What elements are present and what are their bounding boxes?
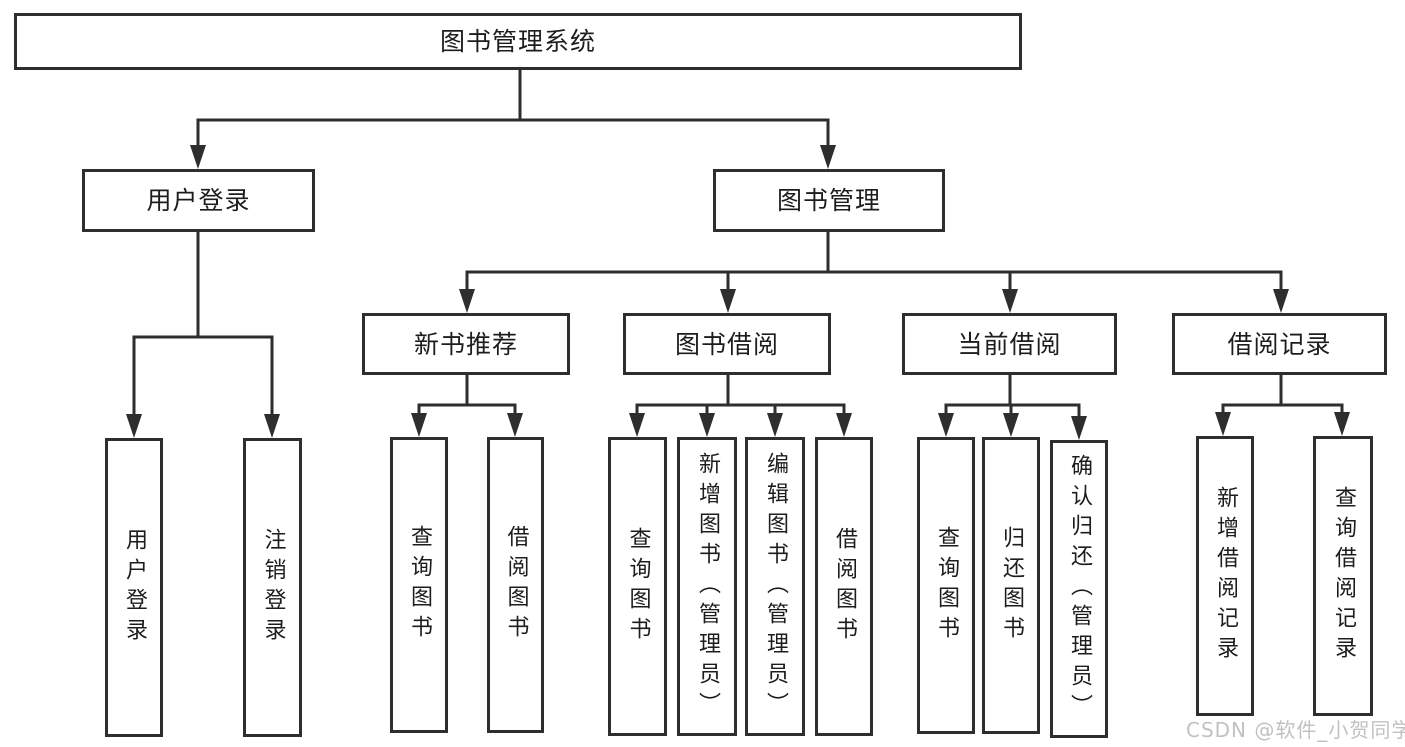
leaf-current-query-book-label: 查询图书 xyxy=(934,525,959,646)
leaf-borrow-query-book: 查询图书 xyxy=(608,437,667,736)
leaf-current-confirm-return-admin-label: 确认归还（管理员） xyxy=(1067,454,1092,724)
node-book-borrow-label: 图书借阅 xyxy=(674,329,779,359)
leaf-recommend-borrow-book-label: 借阅图书 xyxy=(503,525,529,645)
leaf-current-return-book: 归还图书 xyxy=(982,437,1040,734)
leaf-user-login: 用户登录 xyxy=(105,438,163,737)
node-current-borrow: 当前借阅 xyxy=(902,313,1117,375)
node-root: 图书管理系统 xyxy=(14,13,1022,70)
leaf-borrow-edit-book-admin-label: 编辑图书（管理员） xyxy=(763,451,788,722)
node-new-book-recommend: 新书推荐 xyxy=(362,313,570,375)
leaf-current-query-book: 查询图书 xyxy=(917,437,975,734)
node-new-book-recommend-label: 新书推荐 xyxy=(413,329,518,359)
leaf-records-add-record-label: 新增借阅记录 xyxy=(1213,486,1238,666)
node-borrow-records-label: 借阅记录 xyxy=(1227,329,1332,359)
leaf-recommend-borrow-book: 借阅图书 xyxy=(487,437,544,733)
leaf-borrow-borrow-book: 借阅图书 xyxy=(815,437,873,736)
leaf-logout-label: 注销登录 xyxy=(260,527,286,648)
leaf-recommend-query-book: 查询图书 xyxy=(390,437,448,733)
connector-newbook-to-leaves xyxy=(411,375,523,437)
leaf-records-query-record: 查询借阅记录 xyxy=(1313,436,1373,716)
leaf-borrow-add-book-admin: 新增图书（管理员） xyxy=(677,437,737,736)
leaf-borrow-borrow-book-label: 借阅图书 xyxy=(832,526,857,647)
node-book-borrow: 图书借阅 xyxy=(623,313,831,375)
leaf-borrow-add-book-admin-label: 新增图书（管理员） xyxy=(695,451,720,722)
connector-userlogin-to-leaves xyxy=(126,232,280,438)
connector-bookborrow-to-leaves xyxy=(629,375,852,437)
leaf-current-return-book-label: 归还图书 xyxy=(999,525,1024,646)
leaf-borrow-query-book-label: 查询图书 xyxy=(625,526,651,647)
leaf-borrow-edit-book-admin: 编辑图书（管理员） xyxy=(745,437,805,736)
connector-bookmgmt-to-level3 xyxy=(459,232,1289,313)
node-book-management-label: 图书管理 xyxy=(776,186,881,215)
leaf-current-confirm-return-admin: 确认归还（管理员） xyxy=(1050,440,1108,738)
node-user-login-label: 用户登录 xyxy=(146,186,251,215)
leaf-recommend-query-book-label: 查询图书 xyxy=(407,525,432,645)
node-current-borrow-label: 当前借阅 xyxy=(957,329,1062,359)
leaf-records-query-record-label: 查询借阅记录 xyxy=(1331,486,1356,666)
connector-root-to-level2 xyxy=(190,70,836,169)
node-borrow-records: 借阅记录 xyxy=(1172,313,1387,375)
node-book-management: 图书管理 xyxy=(713,169,945,232)
leaf-user-login-label: 用户登录 xyxy=(122,527,147,648)
connector-records-to-leaves xyxy=(1215,375,1350,436)
leaf-records-add-record: 新增借阅记录 xyxy=(1196,436,1254,716)
node-root-label: 图书管理系统 xyxy=(439,27,596,56)
node-user-login: 用户登录 xyxy=(82,169,315,232)
connector-currentborrow-to-leaves xyxy=(938,375,1087,440)
watermark: CSDN @软件_小贺同学 xyxy=(1186,718,1405,742)
leaf-logout: 注销登录 xyxy=(243,438,302,737)
